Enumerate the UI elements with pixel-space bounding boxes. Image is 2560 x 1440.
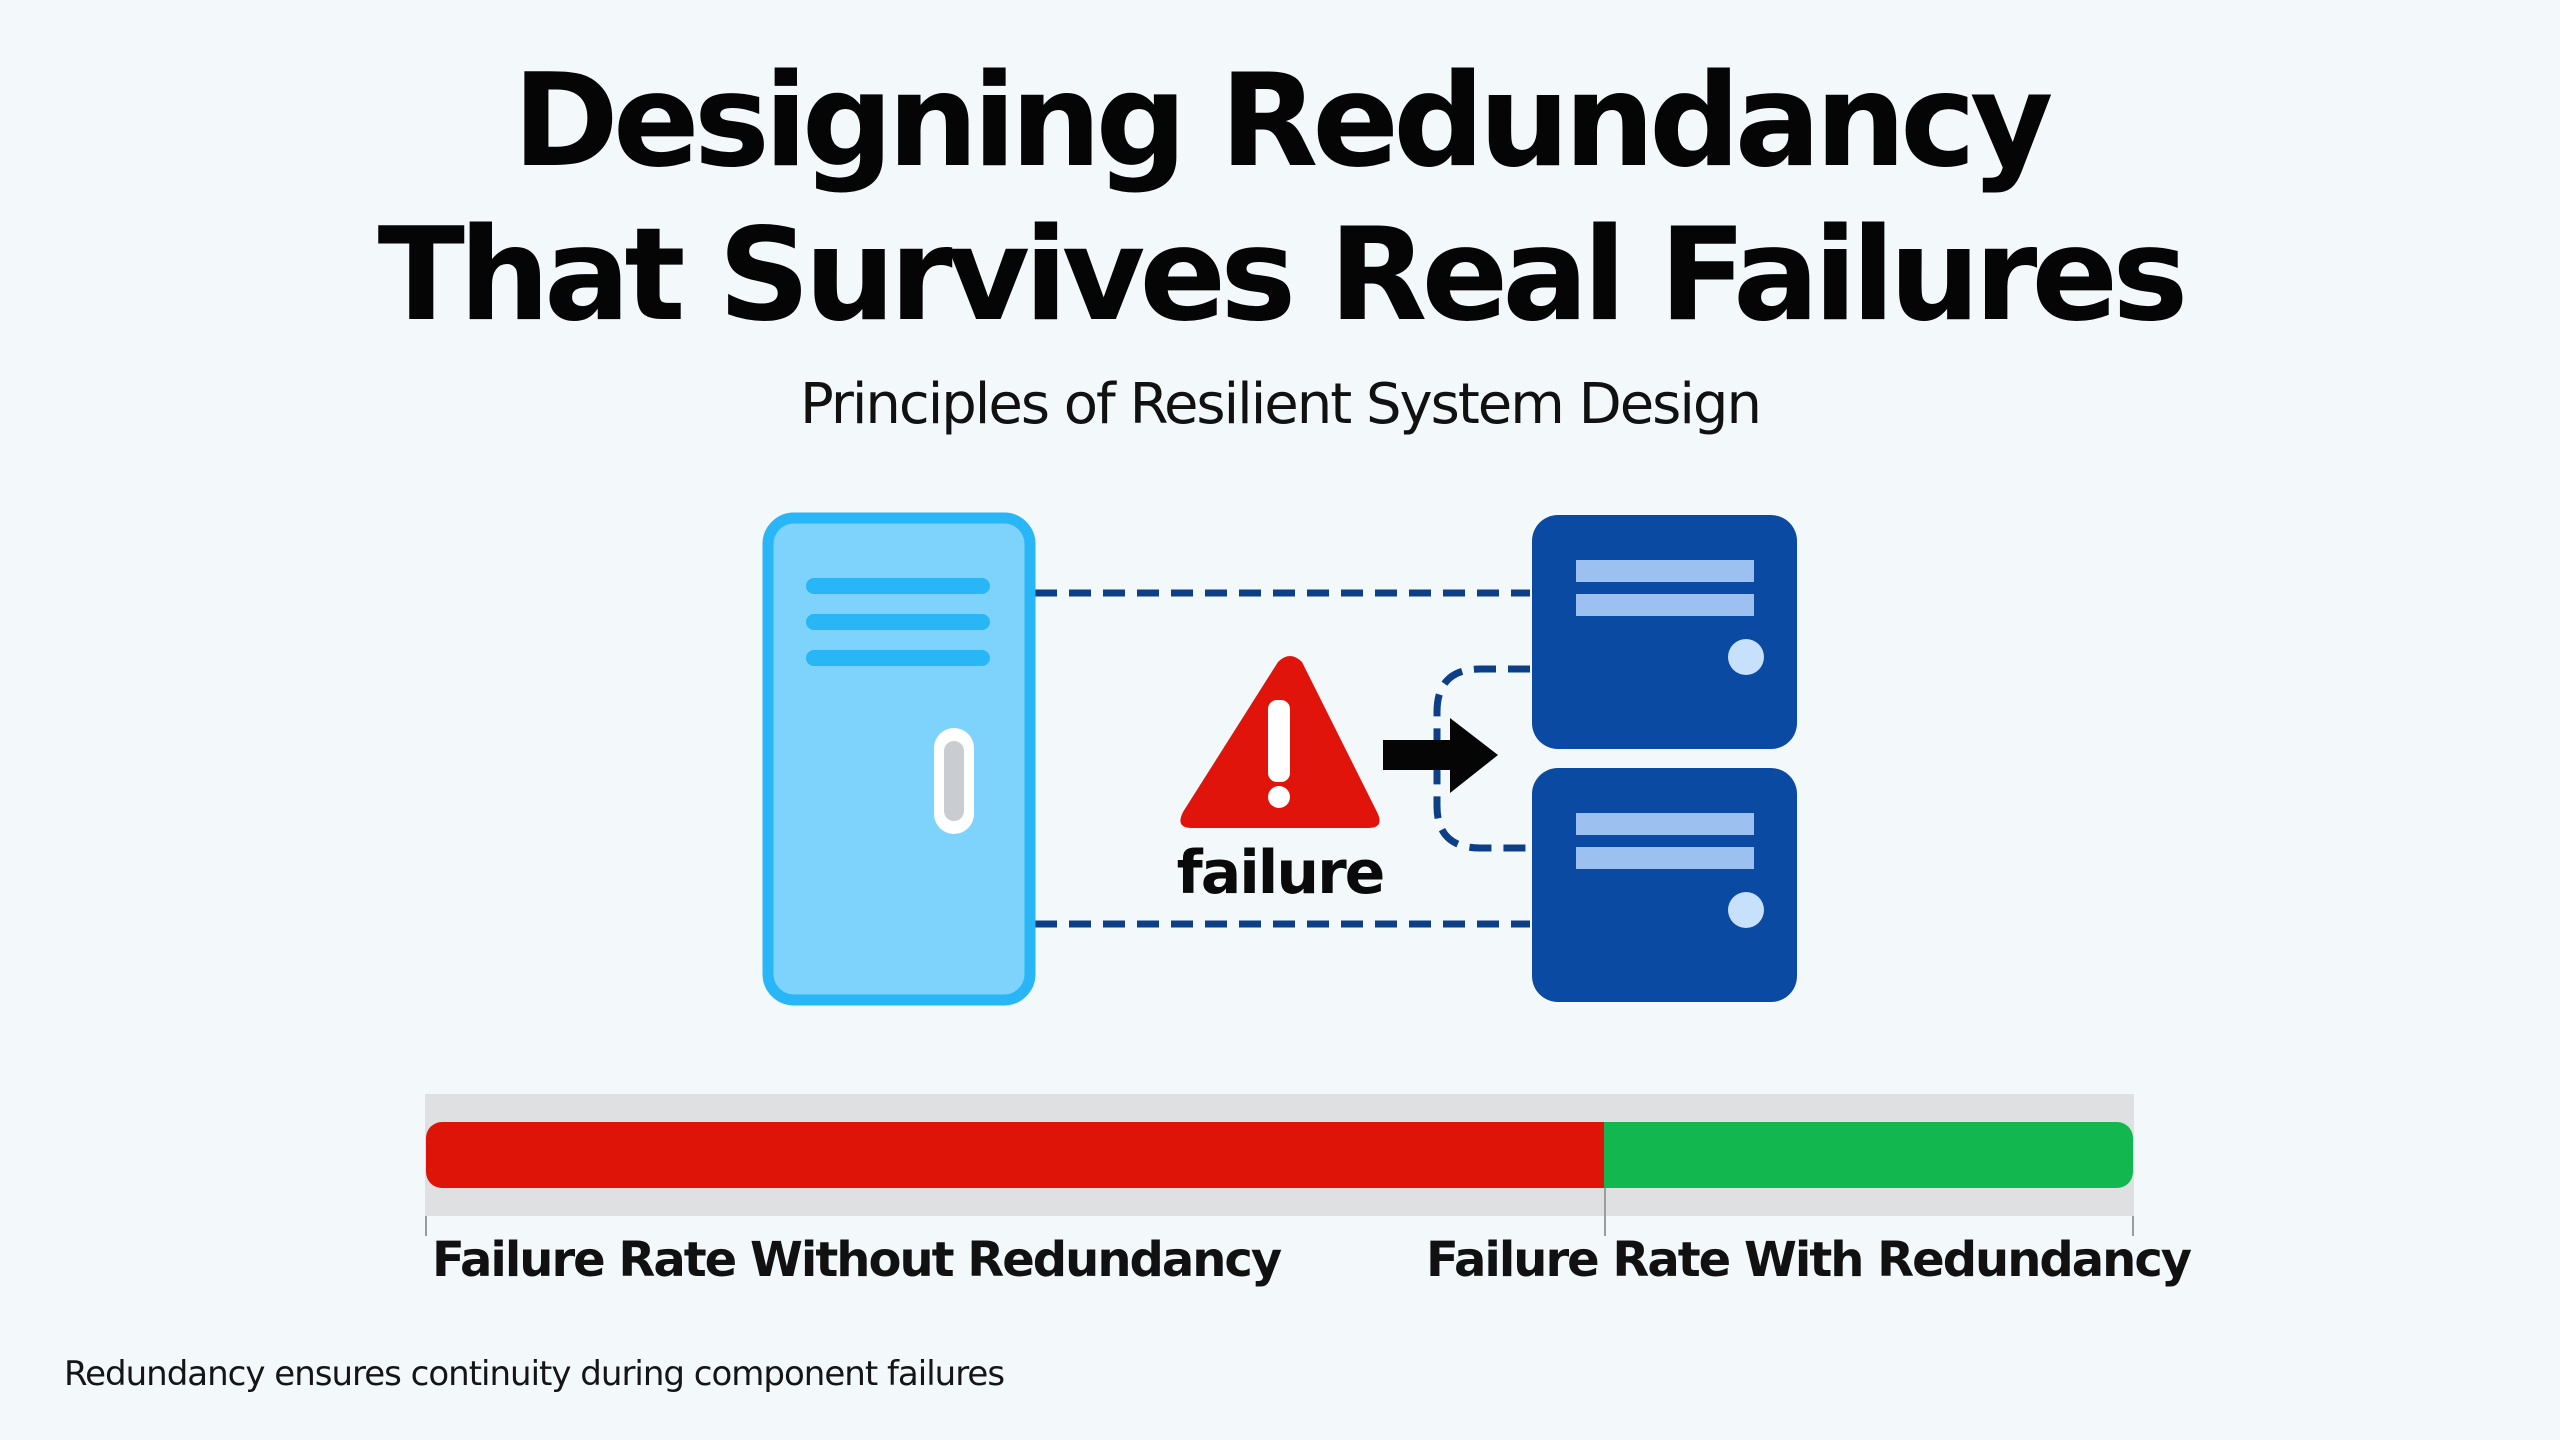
segment-without-redundancy <box>426 1122 1604 1188</box>
exclamation-bar <box>1268 700 1290 782</box>
vent-line-1 <box>806 578 990 594</box>
title-line-1: Designing Redundancy <box>512 47 2054 196</box>
segment-with-redundancy <box>1604 1122 2133 1188</box>
failure-rate-comparison-bar <box>425 1094 2134 1216</box>
redundant-server-1 <box>1532 515 1797 749</box>
vent-line-2 <box>806 614 990 630</box>
label-with-redundancy: Failure Rate With Redundancy <box>1426 1232 2192 1288</box>
drive-slot-2 <box>1576 594 1754 616</box>
server-icon <box>1532 768 1797 1002</box>
tick-split <box>1604 1188 1606 1236</box>
subtitle: Principles of Resilient System Design <box>800 372 1762 437</box>
failover-loop-connector <box>1433 665 1530 852</box>
exclamation-dot <box>1268 786 1290 808</box>
label-without-redundancy: Failure Rate Without Redundancy <box>432 1232 1282 1288</box>
footer-caption: Redundancy ensures continuity during com… <box>64 1354 1005 1394</box>
tick-end <box>2132 1216 2134 1236</box>
power-led <box>1728 639 1764 675</box>
drive-slot-1 <box>1576 813 1754 835</box>
primary-server <box>762 512 1036 1006</box>
door-handle-inner <box>944 741 964 821</box>
tick-start <box>425 1216 427 1236</box>
vent-line-3 <box>806 650 990 666</box>
drive-slot-1 <box>1576 560 1754 582</box>
power-led <box>1728 892 1764 928</box>
failure-label: failure <box>1176 838 1386 908</box>
server-tower-icon <box>762 512 1036 1006</box>
redundant-server-2 <box>1532 768 1797 1002</box>
warning-triangle-icon <box>1180 656 1380 828</box>
drive-slot-2 <box>1576 847 1754 869</box>
server-icon <box>1532 515 1797 749</box>
title-line-2: That Survives Real Failures <box>377 201 2189 350</box>
connector-lines <box>1035 589 1530 928</box>
arrow-right-icon <box>1383 718 1498 793</box>
